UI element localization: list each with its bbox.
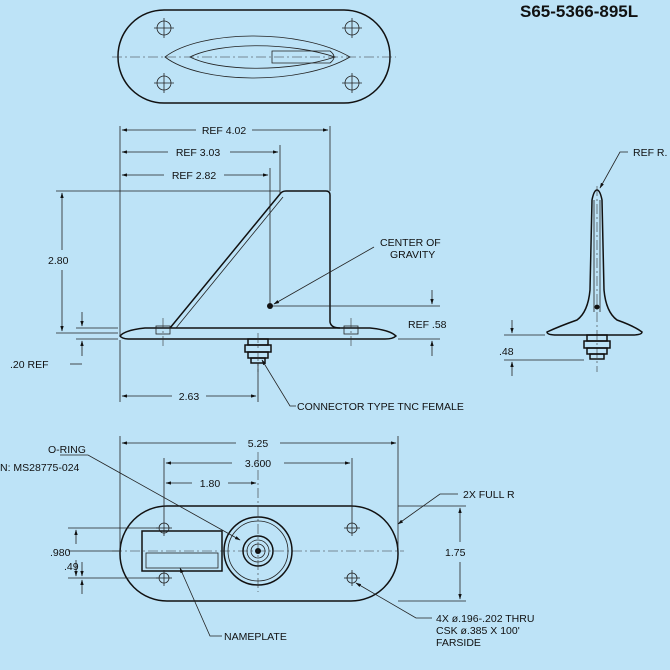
dim-width-525: 5.25 bbox=[248, 438, 269, 450]
drawing-title: S65-5366-895L bbox=[520, 2, 638, 21]
end-view-blade-profile bbox=[546, 189, 643, 336]
holes-note-line2: CSK ø.385 X 100' bbox=[436, 625, 520, 637]
dim-ref-282: REF 2.82 bbox=[172, 170, 217, 182]
holes-note-line3: FARSIDE bbox=[436, 637, 481, 649]
dim-height-175: 1.75 bbox=[445, 547, 466, 559]
bottom-view-outline bbox=[119, 505, 399, 602]
top-view-radome-base bbox=[164, 35, 351, 79]
bottom-view: 5.25 3.600 1.80 O-RING N: MS28775-024 2X… bbox=[0, 436, 534, 649]
end-view-connector bbox=[583, 334, 611, 360]
full-r-label: 2X FULL R bbox=[463, 489, 515, 501]
dim-width-180: 1.80 bbox=[200, 478, 221, 490]
side-view-base-plate bbox=[119, 327, 398, 340]
bottom-view-holes bbox=[156, 520, 360, 586]
dim-width-263: 2.63 bbox=[179, 391, 200, 403]
top-view-outline bbox=[117, 9, 391, 104]
top-view bbox=[112, 9, 396, 104]
dim-ref-058: REF .58 bbox=[408, 319, 447, 331]
o-ring-spec: N: MS28775-024 bbox=[0, 462, 80, 474]
dim-height-048: .48 bbox=[499, 346, 514, 358]
dim-height-280: 2.80 bbox=[48, 255, 69, 267]
dim-width-3600: 3.600 bbox=[245, 458, 271, 470]
dim-ref-020: .20 REF bbox=[10, 359, 49, 371]
side-view-blade bbox=[169, 190, 341, 329]
connector-label: CONNECTOR TYPE TNC FEMALE bbox=[297, 401, 464, 413]
dim-ref-402: REF 4.02 bbox=[202, 125, 247, 137]
end-view: REF R. .48 bbox=[499, 147, 667, 376]
o-ring-label: O-RING bbox=[48, 444, 86, 456]
holes-note-line1: 4X ø.196-.202 THRU bbox=[436, 613, 534, 625]
cg-label-line2: GRAVITY bbox=[390, 249, 435, 261]
dim-height-980: .980 bbox=[50, 547, 71, 559]
top-view-blade bbox=[271, 50, 335, 64]
side-view: REF 4.02 REF 3.03 REF 2.82 2.80 .20 REF … bbox=[10, 125, 464, 413]
end-view-ref-r: REF R. bbox=[633, 147, 667, 159]
bottom-view-connector bbox=[223, 452, 293, 592]
top-view-holes bbox=[154, 18, 362, 93]
dim-height-049: .49 bbox=[64, 561, 79, 573]
dim-ref-303: REF 3.03 bbox=[176, 147, 221, 159]
nameplate-label: NAMEPLATE bbox=[224, 631, 287, 643]
cg-label-line1: CENTER OF bbox=[380, 237, 441, 249]
center-of-gravity-mark bbox=[267, 303, 273, 309]
